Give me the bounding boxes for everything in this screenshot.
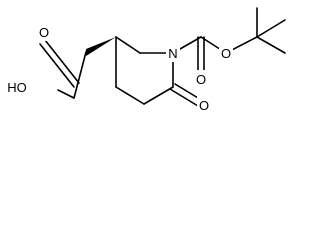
ester-oxygen-label: O <box>219 44 233 62</box>
wedge-bond <box>86 37 116 56</box>
tbu-methyl-right <box>256 19 286 38</box>
acid-double-bond-b <box>44 39 80 84</box>
lactam-oxygen-label: O <box>197 96 211 114</box>
svg-text:N: N <box>168 46 177 61</box>
chemical-structure: HO O N O O O <box>6 7 286 114</box>
lactam-double-bond-a <box>169 88 199 107</box>
svg-text:O: O <box>39 25 49 40</box>
carbamate-oxygen-label: O <box>194 70 208 88</box>
acid-hydroxyl-label: HO <box>6 78 28 96</box>
ring-bond-c6-c5 <box>143 86 174 105</box>
svg-text:O: O <box>199 98 209 113</box>
ring-bond-c5-c4 <box>115 86 145 105</box>
carboxylic-acid-group <box>39 37 116 99</box>
svg-text:HO: HO <box>7 80 27 95</box>
ring-nitrogen-label: N <box>166 44 180 62</box>
acid-carbonyl-oxygen-label: O <box>37 23 51 41</box>
acid-double-bond-a <box>39 43 75 88</box>
tbu-methyl-down <box>256 36 286 54</box>
acid-c-oh-bond <box>57 89 75 99</box>
piperidine-ring <box>115 36 174 105</box>
svg-text:O: O <box>221 46 231 61</box>
ring-bond-c3-c4 <box>115 36 141 54</box>
svg-text:O: O <box>196 72 206 87</box>
acid-c-c-bond <box>73 51 87 99</box>
